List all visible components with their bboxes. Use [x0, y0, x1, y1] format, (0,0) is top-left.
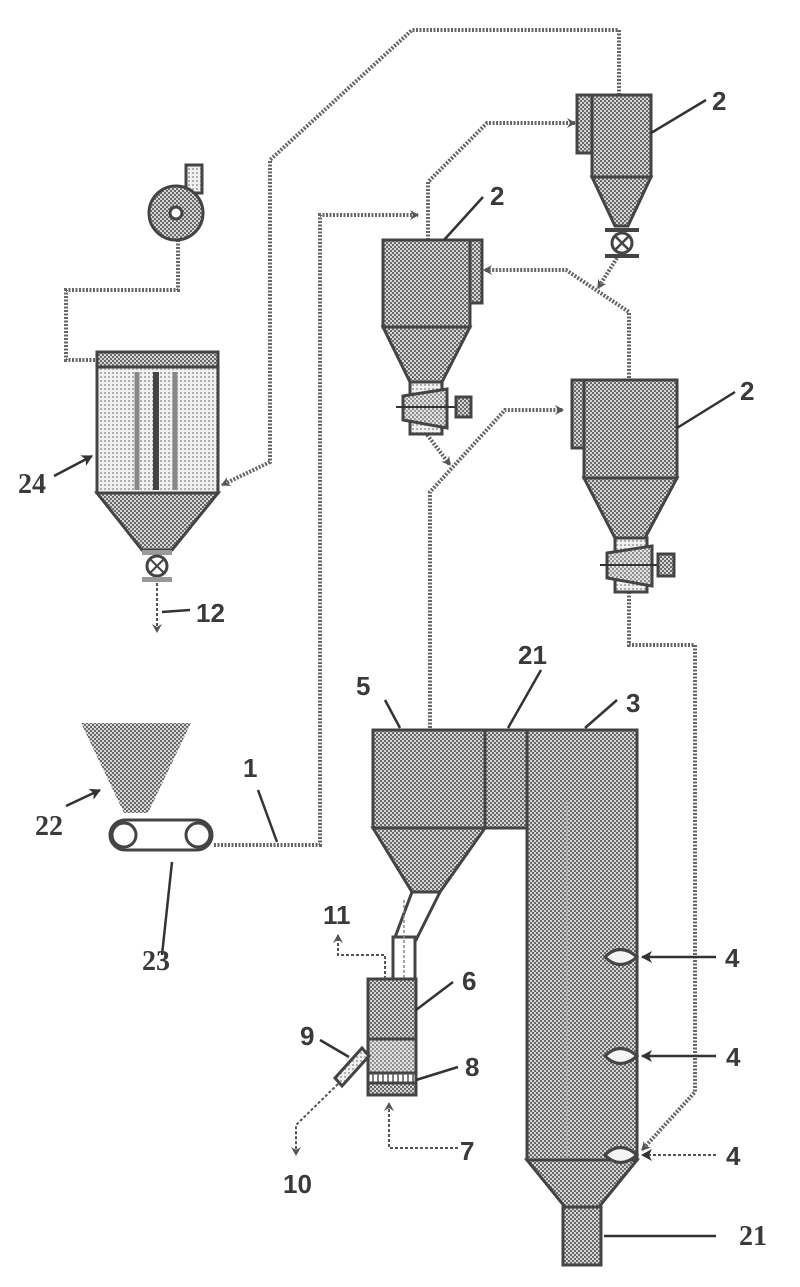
- label-feed-hopper: 22: [35, 811, 63, 842]
- label-product-out: 10: [283, 1169, 312, 1199]
- discharge-chute: [332, 1045, 372, 1089]
- label-discharge-chute: 9: [300, 1021, 314, 1051]
- fan-to-filter-pipe: [64, 240, 180, 362]
- cyclone-inlet: [570, 378, 586, 450]
- label-cyclone-middle-right: 2: [740, 376, 754, 406]
- belt-conveyor: [108, 818, 214, 852]
- label-bag-filter: 24: [18, 469, 46, 500]
- reactor: [523, 728, 716, 1267]
- label-reactor: 3: [626, 688, 640, 718]
- burner: [602, 1047, 716, 1065]
- burner: [602, 948, 716, 966]
- cooler-chute: [391, 890, 443, 942]
- label-burner-2: 4: [726, 1042, 741, 1072]
- label-outlet-bottom: 21: [739, 1221, 767, 1252]
- label-raw-feed-line: 1: [243, 753, 257, 783]
- filter-top-plenum: [95, 350, 220, 369]
- labels: 2 2 2 24 12 5 21 3 1 22 23 11 4 6 9 4 8 …: [18, 86, 767, 1252]
- burner-flame-icon: [602, 948, 640, 966]
- valve-motor: [656, 552, 676, 578]
- burner-flame-icon: [602, 1146, 640, 1164]
- cyclone-inlet: [575, 93, 594, 155]
- label-belt-conveyor: 23: [142, 946, 170, 977]
- label-dust-out: 12: [196, 598, 225, 628]
- label-cyclone-upper-left: 2: [490, 181, 504, 211]
- fan-hub-icon: [168, 205, 184, 221]
- leader-lines: [53, 98, 736, 1238]
- label-separator: 5: [356, 671, 370, 701]
- cyclone-middle-right: [570, 378, 680, 594]
- label-cooler: 6: [462, 966, 476, 996]
- pipe-middle-to-upper-cyclone: [483, 265, 631, 378]
- middle-cyclone-discharge: [627, 592, 697, 1152]
- cyclone-upper-left: [380, 238, 484, 436]
- label-burner-1: 4: [725, 943, 740, 973]
- cyclone-top: [575, 93, 654, 258]
- cooler: [291, 890, 458, 1156]
- top-cyclone-discharge: [596, 256, 619, 290]
- label-burner-3: 4: [726, 1141, 741, 1171]
- pipe-upper-cyclone-to-top: [426, 118, 576, 240]
- label-exhaust-out: 11: [323, 900, 351, 930]
- upper-cyclone-discharge: [423, 430, 452, 467]
- pipe-separator-to-middle-cyclone: [428, 405, 564, 728]
- gas-pipe-to-filter: [221, 28, 621, 487]
- cooler-air-in-line: [384, 1102, 458, 1149]
- valve-flange: [142, 550, 172, 555]
- connecting-duct: [483, 728, 529, 830]
- cyclone-inlet: [468, 238, 484, 305]
- label-cyclone-top: 2: [712, 86, 726, 116]
- valve-flange: [142, 577, 172, 582]
- pipe-network: [64, 28, 697, 1152]
- label-grate: 8: [465, 1052, 479, 1082]
- bag-filter: [93, 350, 222, 633]
- feed-line-1: [214, 210, 419, 847]
- exhaust-out-line: [333, 934, 386, 979]
- feed-hopper: [81, 723, 191, 813]
- label-duct-top: 21: [518, 640, 547, 670]
- burner: [602, 1146, 716, 1164]
- filter-hopper: [93, 491, 222, 552]
- burner-flame-icon: [602, 1047, 640, 1065]
- valve-motor: [454, 395, 473, 419]
- product-out-line: [291, 1083, 339, 1156]
- separator: [370, 728, 488, 894]
- fan: [147, 163, 205, 242]
- label-cooler-air: 7: [460, 1136, 474, 1166]
- reactor-outlet: [561, 1205, 603, 1267]
